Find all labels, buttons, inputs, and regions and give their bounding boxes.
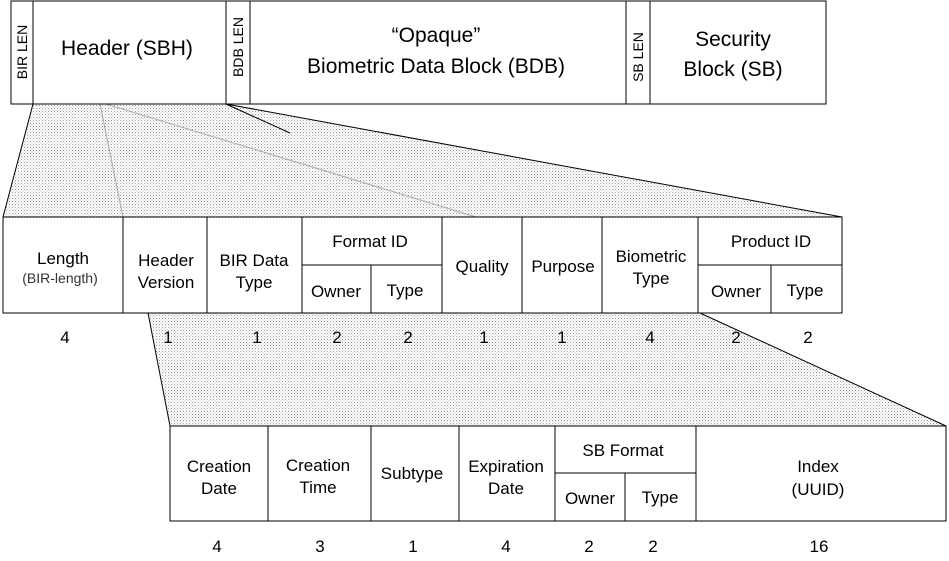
creation-time-label-1: Creation <box>286 456 350 475</box>
biometric-type-label-1: Biometric <box>616 247 687 266</box>
size-product-owner: 2 <box>731 328 740 347</box>
size-format-type: 2 <box>403 328 412 347</box>
size-sb-owner: 2 <box>584 537 593 556</box>
format-id-label: Format ID <box>332 232 408 251</box>
expiration-date-label-2: Date <box>488 479 524 498</box>
bir-data-type-label-1: BIR Data <box>220 251 290 270</box>
extended-fields-row <box>169 425 947 522</box>
subtype-cell <box>370 425 460 522</box>
bdb-len-label: BDB LEN <box>230 17 246 77</box>
expansion-wedge-extended <box>148 313 946 426</box>
expiration-date-cell <box>458 425 556 522</box>
wedge2-edge-left <box>147 312 171 427</box>
size-expiration-date: 4 <box>501 537 510 556</box>
header-fields-row <box>2 216 843 314</box>
sb-len-label: SB LEN <box>630 32 646 82</box>
purpose-label: Purpose <box>531 257 594 276</box>
header-sizes-row: 4 1 1 2 2 1 1 4 2 2 <box>60 328 812 347</box>
header-sbh-label: Header (SBH) <box>61 37 193 60</box>
wedge-edge-left <box>2 103 34 218</box>
bdb-len-cell <box>225 0 251 105</box>
extended-sizes-row: 4 3 1 4 2 2 16 <box>212 537 828 556</box>
product-id-label: Product ID <box>731 232 811 251</box>
size-subtype: 1 <box>408 537 417 556</box>
size-sb-type: 2 <box>648 537 657 556</box>
size-purpose: 1 <box>557 328 566 347</box>
header-version-label-1: Header <box>138 251 194 270</box>
sb-len-cell <box>625 0 651 105</box>
creation-date-label-1: Creation <box>187 457 251 476</box>
biometric-type-label-2: Type <box>633 269 670 288</box>
bir-len-label: BIR LEN <box>14 25 30 79</box>
size-length: 4 <box>60 328 69 347</box>
subtype-label: Subtype <box>381 464 443 483</box>
creation-date-cell <box>169 425 269 522</box>
security-block-line2: Block (SB) <box>683 58 782 81</box>
sb-format-label: SB Format <box>582 441 664 460</box>
format-owner-label: Owner <box>311 282 361 301</box>
bdb-cell <box>249 0 627 105</box>
sb-owner-label: Owner <box>565 489 615 508</box>
wedge-guide-2 <box>105 103 477 218</box>
expiration-date-label-1: Expiration <box>468 457 544 476</box>
bir-data-type-label-2: Type <box>236 273 273 292</box>
size-index: 16 <box>810 537 829 556</box>
bdb-label-line2: Biometric Data Block (BDB) <box>307 55 565 78</box>
sb-type-label: Type <box>642 488 679 507</box>
format-type-label: Type <box>387 281 424 300</box>
product-type-label: Type <box>787 281 824 300</box>
creation-time-label-2: Time <box>299 478 336 497</box>
quality-label: Quality <box>456 257 509 276</box>
biometric-type-cell <box>601 216 699 314</box>
header-sbh-cell <box>32 0 227 105</box>
size-header-version: 1 <box>163 328 172 347</box>
index-label-1: Index <box>797 457 839 476</box>
header-version-cell <box>122 216 208 314</box>
length-label: Length <box>37 249 89 268</box>
security-block-line1: Security <box>695 28 771 51</box>
expansion-wedge-sbh <box>3 104 842 217</box>
wedge2-edge-right <box>699 312 947 427</box>
wedge-guide-3 <box>225 103 291 134</box>
top-row <box>10 0 827 105</box>
product-owner-label: Owner <box>711 282 761 301</box>
size-creation-date: 4 <box>212 537 221 556</box>
size-bir-data-type: 1 <box>252 328 261 347</box>
wedge-edge-right <box>225 103 843 218</box>
size-product-type: 2 <box>803 328 812 347</box>
size-biometric-type: 4 <box>645 328 654 347</box>
index-label-2: (UUID) <box>792 480 845 499</box>
security-block-cell <box>649 0 827 105</box>
size-quality: 1 <box>479 328 488 347</box>
length-sublabel: (BIR-length) <box>22 270 97 286</box>
header-version-label-2: Version <box>138 273 195 292</box>
bir-data-type-cell <box>206 216 303 314</box>
size-format-owner: 2 <box>332 328 341 347</box>
purpose-cell <box>521 216 603 314</box>
wedge-guide-1 <box>99 103 124 218</box>
creation-date-label-2: Date <box>201 479 237 498</box>
index-cell <box>695 425 947 522</box>
length-cell <box>2 216 124 314</box>
size-creation-time: 3 <box>315 537 324 556</box>
quality-cell <box>441 216 523 314</box>
bdb-label-line1: “Opaque” <box>392 24 481 47</box>
creation-time-cell <box>267 425 372 522</box>
